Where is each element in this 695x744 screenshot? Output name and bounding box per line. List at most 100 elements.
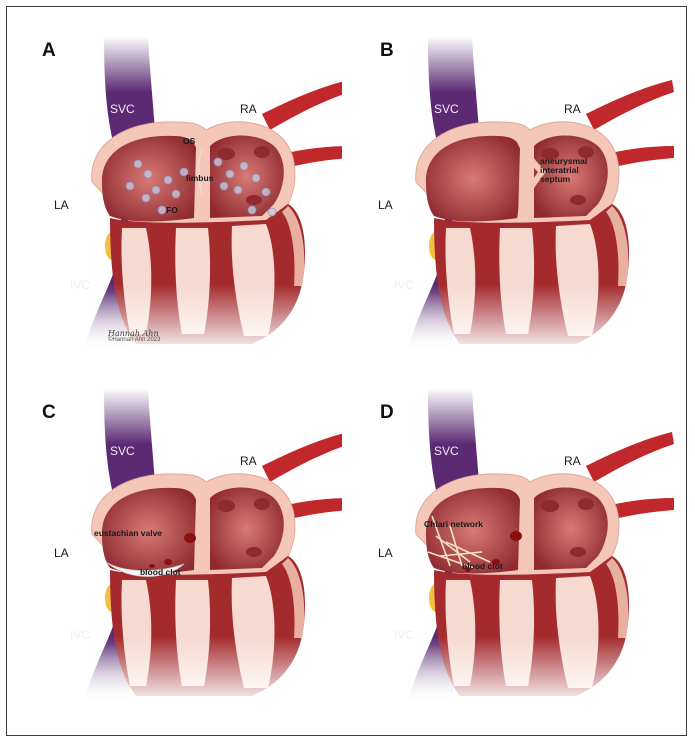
blood-clot-shape: [149, 564, 155, 568]
label-ra: RA: [240, 454, 257, 468]
eustachian-valve-shape: [105, 561, 185, 577]
air-bubble-mark: [261, 187, 271, 197]
vessel-opening-shape: [217, 500, 235, 512]
muscle-stripe-shape: [606, 558, 629, 638]
label-ivc: IVC: [70, 628, 91, 642]
annotation-blood-clot: blood clot: [140, 567, 181, 577]
panel-letter: A: [42, 40, 56, 61]
blood-clot-shape: [164, 559, 172, 565]
fade-overlay-shape: [390, 636, 650, 706]
label-svc: SVC: [110, 102, 135, 116]
blood-clot-shape: [492, 559, 500, 565]
annotation-limbus: limbus: [186, 173, 214, 183]
vessel-opening-shape: [570, 195, 586, 205]
air-bubble-mark: [247, 205, 257, 215]
heart-illustration: [390, 388, 674, 706]
left-atrium-chamber: [101, 135, 196, 222]
artist-signature: Hannah Ahn ©Hannah Ahn 2023: [108, 329, 161, 344]
label-la: LA: [54, 198, 69, 212]
air-bubble-mark: [157, 205, 167, 215]
air-bubble-mark: [219, 181, 229, 191]
chiari-network-strand: [445, 541, 491, 563]
fade-overlay-shape: [66, 636, 326, 706]
label-ivc: IVC: [70, 278, 91, 292]
vessel-opening-shape: [254, 146, 270, 158]
air-bubble-mark: [125, 181, 135, 191]
annotation-blood-clot: blood clot: [462, 561, 503, 571]
heart-illustration: [66, 388, 342, 706]
fade-overlay-shape: [66, 284, 326, 354]
muscle-stripe-shape: [282, 558, 305, 638]
panel-c: C SVC RA LA IVC eustachian valve blood c…: [12, 376, 342, 726]
heart-illustration: [390, 36, 674, 354]
label-ivc: IVC: [394, 628, 415, 642]
panel-letter: B: [380, 40, 394, 61]
aneurysmal-septum-shape: [517, 140, 546, 221]
annotation-os: OS: [183, 136, 196, 146]
foramen-flap-shape: [197, 149, 203, 195]
vessel-opening-shape: [578, 498, 594, 510]
vessel-opening-shape: [541, 148, 559, 160]
label-ivc: IVC: [394, 278, 415, 292]
vessel-opening-shape: [217, 148, 235, 160]
vessel-opening-shape: [541, 500, 559, 512]
air-bubble-mark: [163, 175, 173, 185]
chiari-network-strand: [439, 551, 483, 557]
air-bubble-mark: [141, 193, 151, 203]
label-la: LA: [378, 546, 393, 560]
air-bubble-mark: [225, 169, 235, 179]
air-bubble-mark: [213, 157, 223, 167]
label-ra: RA: [564, 102, 581, 116]
panel-a: A SVC RA LA IVC OS limbus FO Hannah Ahn …: [12, 14, 342, 364]
annotation-chiari-network: Chiari network: [424, 519, 484, 529]
heart-illustration: [66, 36, 342, 354]
heart-group: [390, 36, 674, 354]
heart-group: [66, 36, 342, 354]
vessel-opening-shape: [246, 547, 262, 557]
muscle-stripe-shape: [282, 206, 305, 286]
annotation-eustachian-valve: eustachian valve: [94, 528, 163, 538]
left-atrium-chamber: [425, 487, 520, 574]
air-bubble-mark: [239, 161, 249, 171]
blood-clot-shape: [510, 531, 522, 541]
label-ra: RA: [240, 102, 257, 116]
annotation-fo: FO: [166, 205, 178, 215]
blood-clot-shape: [465, 568, 471, 572]
air-bubble-mark: [171, 189, 181, 199]
chiari-network-strand: [427, 551, 475, 569]
left-atrium-chamber: [101, 487, 196, 574]
heart-group: [66, 388, 342, 706]
label-svc: SVC: [110, 444, 135, 458]
air-bubble-mark: [267, 207, 277, 217]
blood-clot-shape: [184, 533, 196, 543]
panel-letter: D: [380, 402, 394, 423]
vessel-opening-shape: [254, 498, 270, 510]
label-la: LA: [54, 546, 69, 560]
left-atrium-chamber: [425, 135, 520, 222]
air-bubble-mark: [151, 185, 161, 195]
heart-group: [390, 388, 674, 706]
fade-overlay-shape: [390, 284, 650, 354]
air-bubble-mark: [143, 169, 153, 179]
chiari-network-strand: [435, 535, 471, 563]
artery-shape: [262, 433, 342, 482]
vessel-opening-shape: [578, 146, 594, 158]
label-la: LA: [378, 198, 393, 212]
label-svc: SVC: [434, 102, 459, 116]
annotation-aneurysmal-septum: aneurysmal interatrial septum: [540, 156, 588, 184]
artery-shape: [586, 80, 674, 130]
air-bubble-mark: [133, 159, 143, 169]
air-bubble-mark: [179, 167, 189, 177]
muscle-stripe-shape: [606, 206, 629, 286]
artery-shape: [586, 432, 674, 482]
air-bubble-mark: [251, 173, 261, 183]
panel-b: B SVC RA LA IVC aneurysmal interatrial s…: [350, 14, 680, 364]
artery-shape: [262, 81, 342, 130]
air-bubble-mark: [233, 185, 243, 195]
panel-d: D SVC RA LA IVC Chiari network blood clo…: [350, 376, 680, 726]
vessel-opening-shape: [246, 195, 262, 205]
vessel-opening-shape: [570, 547, 586, 557]
panel-letter: C: [42, 402, 56, 423]
label-ra: RA: [564, 454, 581, 468]
label-svc: SVC: [434, 444, 459, 458]
